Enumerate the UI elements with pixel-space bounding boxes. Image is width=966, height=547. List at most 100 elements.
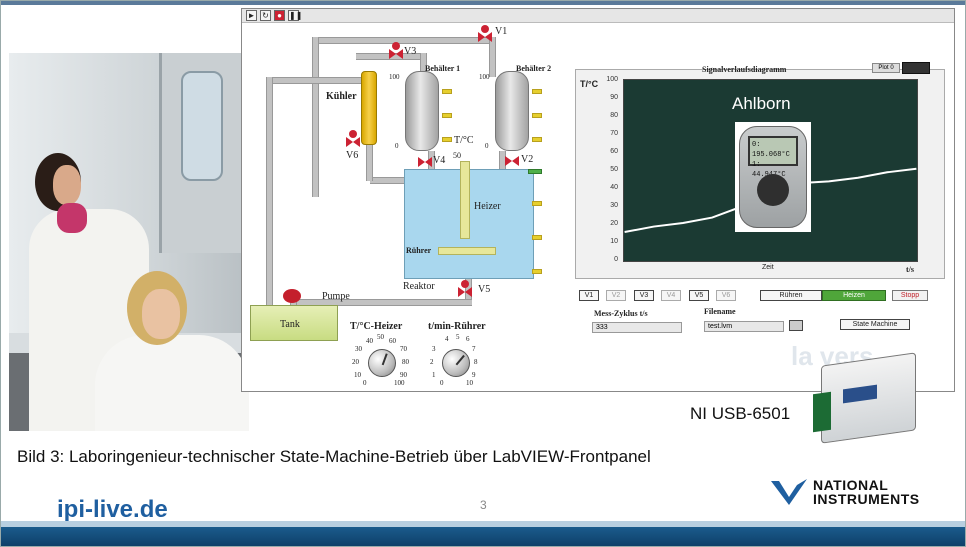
chart-y-tick-label: 40 xyxy=(610,184,618,191)
stirrer-knob-tick: 0 xyxy=(440,379,444,387)
chart-y-tick-label: 90 xyxy=(610,94,618,101)
heater-knob-tick: 70 xyxy=(400,345,407,353)
container-2-scale-min: 0 xyxy=(485,142,489,150)
container-2-scale-max: 100 xyxy=(479,73,490,81)
heater-knob-title: T/°C-Heizer xyxy=(350,321,403,332)
filename-input[interactable]: test.lvm xyxy=(704,321,784,332)
pause-icon[interactable]: ❚❚ xyxy=(288,10,303,21)
chart-y-axis-label: T/°C xyxy=(580,79,599,89)
filename-label: Filename xyxy=(704,307,736,316)
valve-v3-label: V3 xyxy=(404,46,417,57)
brand-link[interactable]: ipi-live.de xyxy=(57,496,168,523)
pipe-cooler-in xyxy=(266,77,362,84)
valve-v4-label: V4 xyxy=(433,155,446,166)
valve-v2-icon[interactable] xyxy=(505,154,519,166)
valve-v4-icon[interactable] xyxy=(418,155,432,167)
chart-y-tick-label: 0 xyxy=(614,256,618,263)
heater-rod xyxy=(460,161,470,239)
measure-cycle-input[interactable]: 333 xyxy=(592,322,682,333)
valve-v6-label: V6 xyxy=(346,150,359,161)
valve-v2-label: V2 xyxy=(521,154,534,165)
ni-usb-6501-image xyxy=(813,352,923,444)
reactor-level-mark xyxy=(532,269,542,274)
reactor-label: Reaktor xyxy=(403,281,435,292)
stop-button[interactable]: Stopp xyxy=(892,290,928,301)
container-2 xyxy=(495,71,529,151)
chart-y-tick-label: 20 xyxy=(610,220,618,227)
footer-accent xyxy=(1,521,965,527)
photo-seated-engineer xyxy=(95,335,249,431)
chart-y-tick-label: 70 xyxy=(610,130,618,137)
valve-v1-actuator xyxy=(481,25,489,33)
reactor-level-mark-green xyxy=(528,169,542,174)
stir-button[interactable]: Rühren xyxy=(760,290,822,301)
run-continuous-icon[interactable]: ↻ xyxy=(260,10,271,21)
button-v5[interactable]: V5 xyxy=(689,290,709,301)
container-1-scale-max: 100 xyxy=(389,73,400,81)
stirrer-knob-tick: 2 xyxy=(430,358,434,366)
stirrer-knob-tick: 6 xyxy=(466,335,470,343)
pipe-b1-top xyxy=(420,53,427,77)
heater-knob-tick: 80 xyxy=(402,358,409,366)
pump-icon[interactable] xyxy=(283,289,301,303)
ni-eagle-logo-icon xyxy=(771,479,807,505)
chart-x-unit-label: t/s xyxy=(906,265,914,274)
ni-logo-line2: INSTRUMENTS xyxy=(813,491,920,507)
button-v6[interactable]: V6 xyxy=(716,290,736,301)
button-v3[interactable]: V3 xyxy=(634,290,654,301)
temperature-unit-label: T/°C xyxy=(454,135,474,146)
ni-device-label: NI USB-6501 xyxy=(690,404,791,423)
chart-y-tick-label: 60 xyxy=(610,148,618,155)
stirrer-knob-tick: 7 xyxy=(472,345,476,353)
button-v1[interactable]: V1 xyxy=(579,290,599,301)
stirrer-knob-tick: 9 xyxy=(472,371,476,379)
pipe-b2-top xyxy=(489,37,496,77)
valve-v5-icon[interactable] xyxy=(458,285,472,297)
valve-v3-actuator xyxy=(392,42,400,50)
footer-bar xyxy=(1,527,965,546)
heater-knob-tick: 100 xyxy=(394,379,405,387)
container-1-label: Behälter 1 xyxy=(425,64,461,73)
chart-title: Signalverlaufsdiagramm xyxy=(702,65,787,74)
valve-v1-icon[interactable] xyxy=(478,30,492,42)
cooler-label: Kühler xyxy=(326,91,357,102)
stirrer-knob-tick: 3 xyxy=(432,345,436,353)
cooler-column xyxy=(361,71,377,145)
stirrer-knob-tick: 4 xyxy=(445,335,449,343)
tank-label: Tank xyxy=(280,319,300,330)
valve-v1-label: V1 xyxy=(495,26,508,37)
button-v2[interactable]: V2 xyxy=(606,290,626,301)
daq-terminal-strip xyxy=(813,391,831,433)
valve-v6-icon[interactable] xyxy=(346,135,360,147)
valve-v3-icon[interactable] xyxy=(389,47,403,59)
lab-photo xyxy=(9,53,249,431)
photo-glass-vessel xyxy=(181,71,223,181)
stirrer-speed-knob[interactable] xyxy=(442,349,470,377)
folder-browse-icon[interactable] xyxy=(789,320,803,331)
stirrer-knob-title: t/min-Rührer xyxy=(428,321,486,332)
ahlborn-label: Ahlborn xyxy=(732,94,791,113)
button-v4[interactable]: V4 xyxy=(661,290,681,301)
plot-style-icon[interactable] xyxy=(902,62,930,74)
measure-cycle-label: Mess-Zyklus t/s xyxy=(594,309,648,318)
container-1-level-mark xyxy=(442,89,452,94)
stirrer-knob-tick: 5 xyxy=(456,333,460,341)
state-machine-button[interactable]: State Machine xyxy=(840,319,910,330)
photo-standing-engineer-face xyxy=(53,165,81,205)
device-readout-1: 0: 195.068°C xyxy=(752,141,790,159)
container-1-level-mark xyxy=(442,113,452,118)
ahlborn-device-screen: 0: 195.068°C 1: 44.947°C xyxy=(748,136,798,179)
abort-icon[interactable]: ● xyxy=(274,10,285,21)
reactor-level-mark xyxy=(532,235,542,240)
slide-top-border xyxy=(1,1,965,5)
run-arrow-icon[interactable]: ► xyxy=(246,10,257,21)
heater-knob-tick: 90 xyxy=(400,371,407,379)
heat-button[interactable]: Heizen xyxy=(822,290,886,301)
heater-knob-tick: 40 xyxy=(366,337,373,345)
heater-temperature-knob[interactable] xyxy=(368,349,396,377)
stirrer-bar xyxy=(438,247,496,255)
photo-seated-engineer-face xyxy=(142,289,180,339)
pipe-top xyxy=(312,37,492,44)
plot-legend-button[interactable]: Plot 0 xyxy=(872,63,900,73)
pipe-left-outer xyxy=(266,77,273,305)
